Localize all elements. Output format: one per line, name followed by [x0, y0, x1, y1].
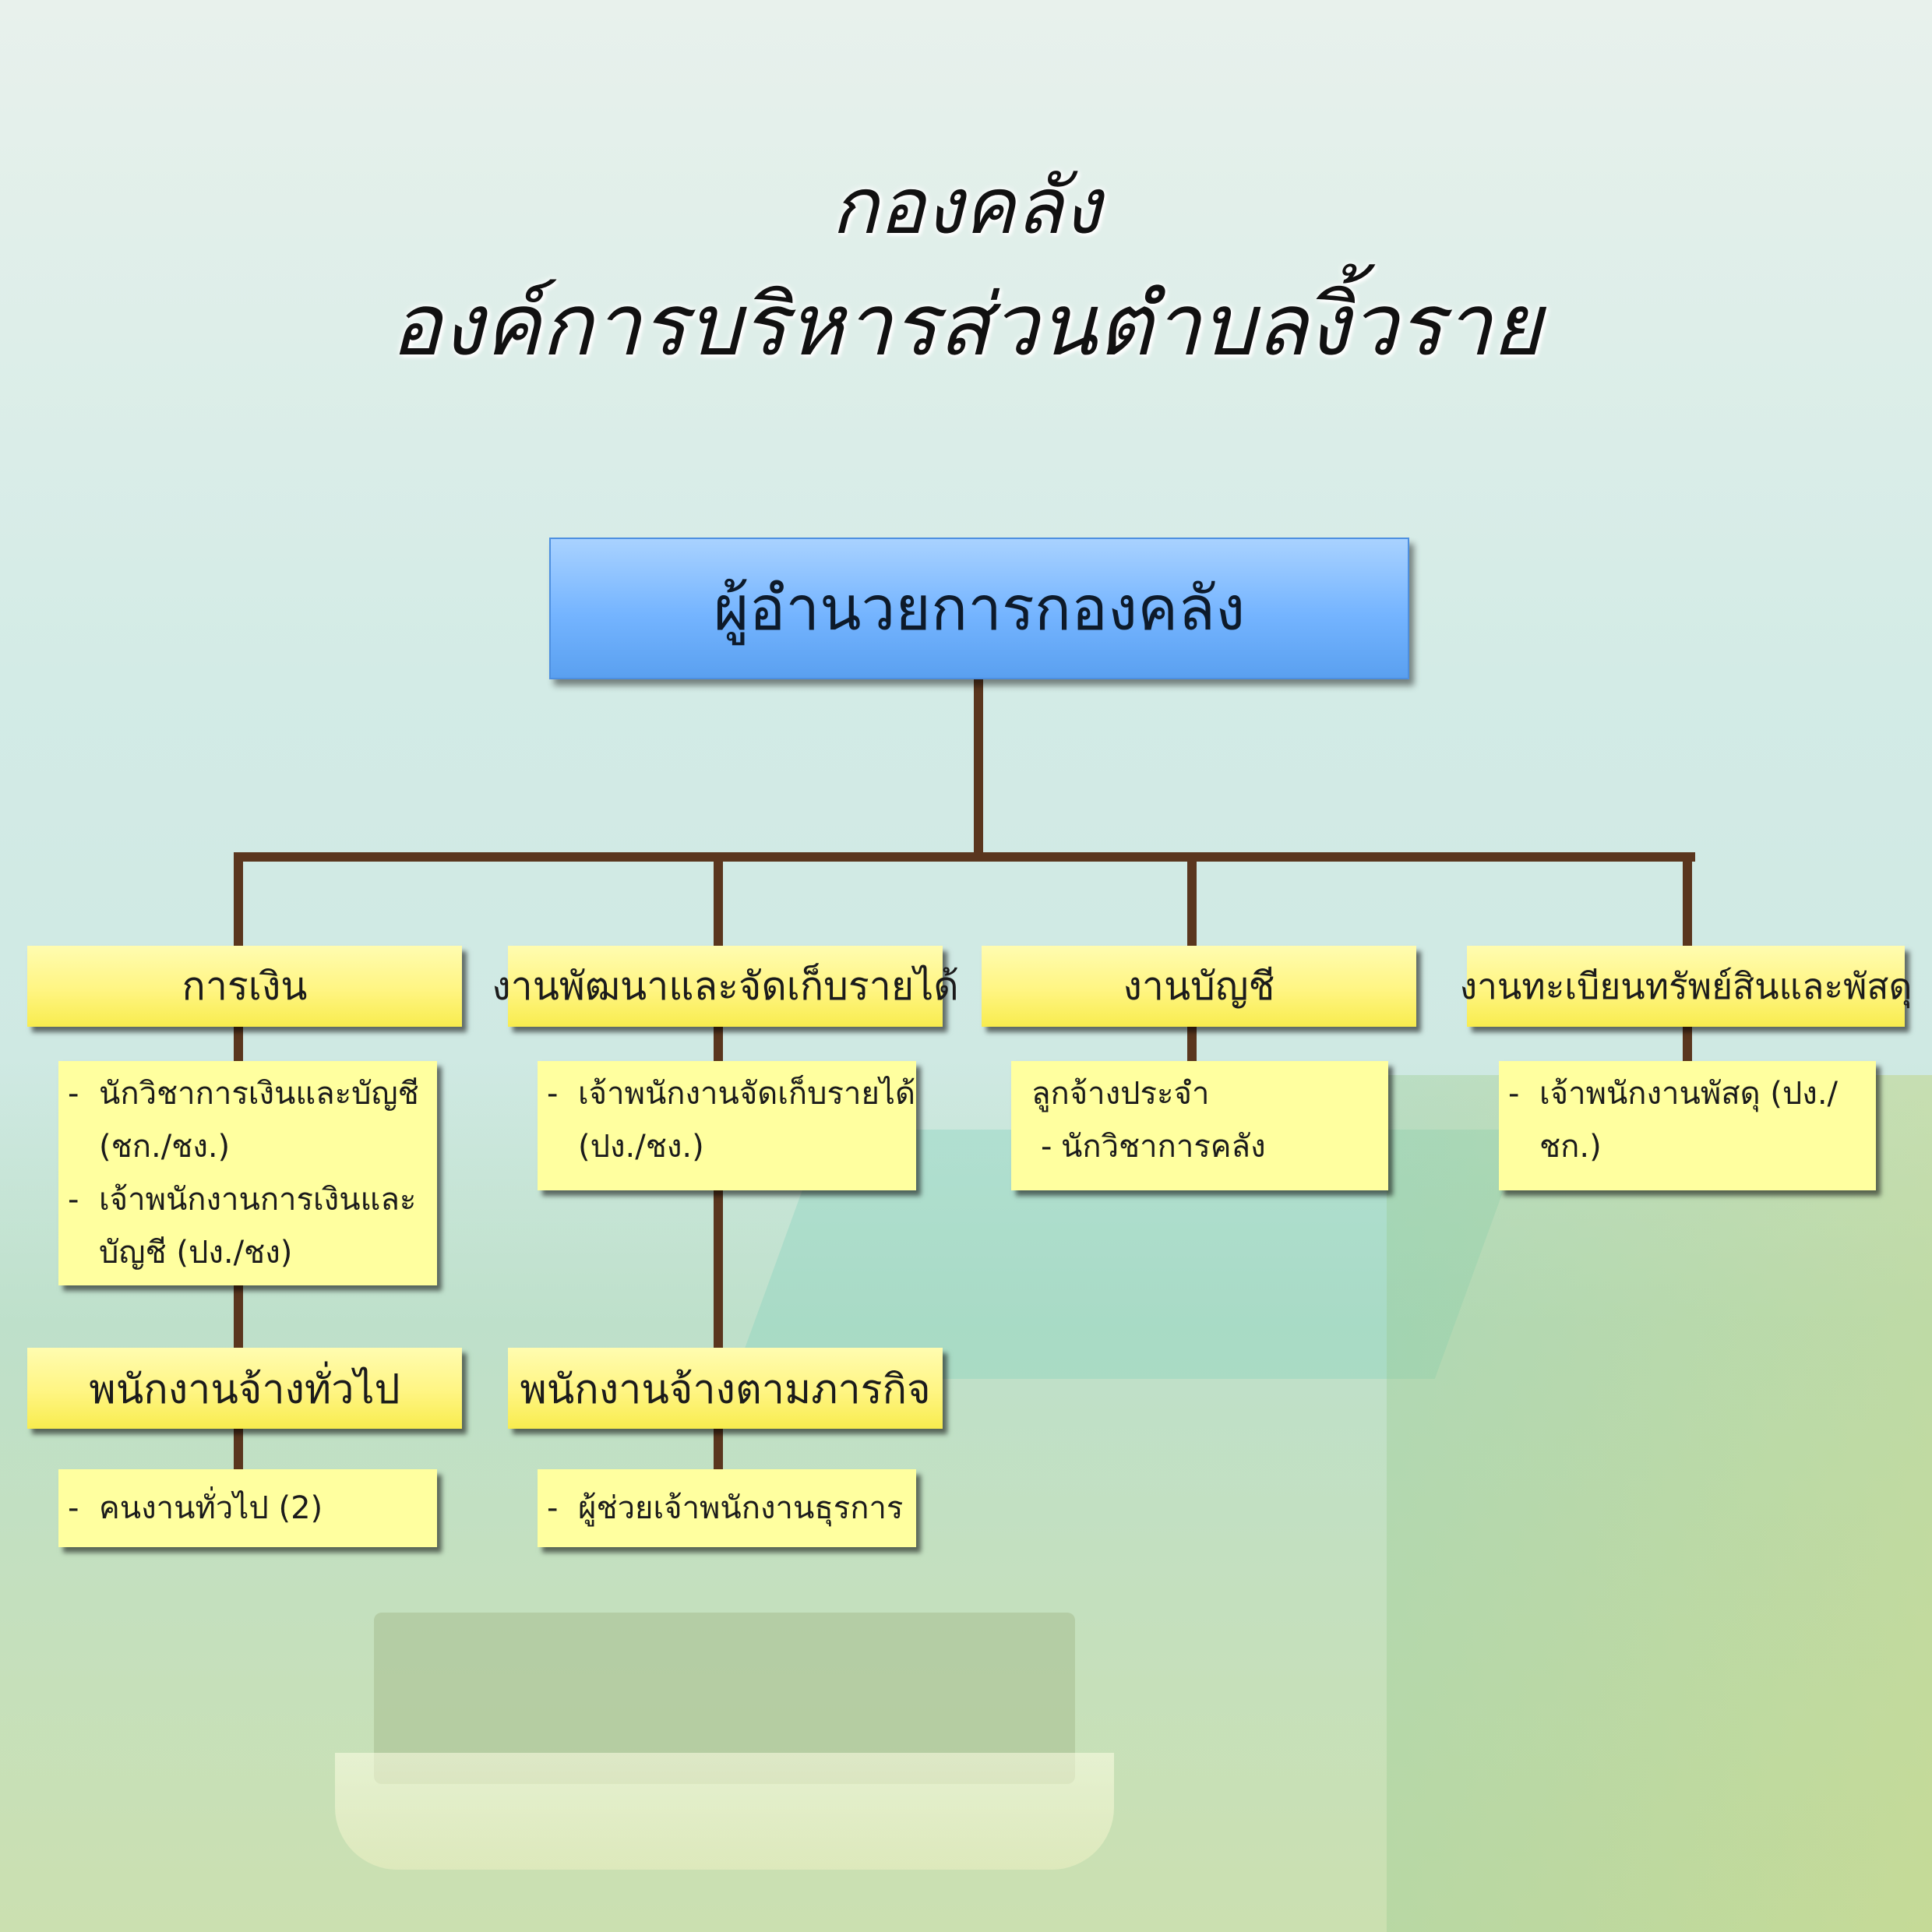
connector-mission-list [714, 1429, 723, 1469]
connector-accounting-list [1187, 1027, 1197, 1061]
list-item: (ชก./ชง.) [99, 1129, 231, 1165]
connector-revenue-mission [714, 1190, 723, 1348]
connector-revenue-list [714, 1027, 723, 1061]
accounting-staff-list: ลูกจ้างประจำ นักวิชาการคลัง [1011, 1061, 1388, 1190]
connector-head-down [974, 676, 983, 857]
list-item: ลูกจ้างประจำ [1031, 1076, 1210, 1112]
mission-staff-list: ผู้ช่วยเจ้าพนักงานธุรการ [538, 1469, 916, 1547]
connector-finance [234, 852, 243, 946]
background-drape [335, 1753, 1114, 1870]
unit-revenue: งานพัฒนาและจัดเก็บรายได้ [492, 946, 959, 1027]
list-item: ผู้ช่วยเจ้าพนักงานธุรการ [538, 1482, 916, 1535]
connector-assets [1683, 852, 1692, 946]
director-box: ผู้อำนวยการกองคลัง [549, 538, 1409, 679]
connector-horizontal [234, 852, 1695, 862]
list-item: นักวิชาการเงินและบัญชี [58, 1067, 437, 1120]
unit-assets: งานทะเบียนทรัพย์สินและพัสดุ [1460, 946, 1912, 1027]
list-item: เจ้าพนักงานการเงินและ [58, 1173, 437, 1226]
background-wall [1387, 1075, 1932, 1932]
list-item: นักวิชาการคลัง [1031, 1120, 1388, 1173]
unit-accounting: งานบัญชี [982, 946, 1416, 1027]
assets-staff-list: เจ้าพนักงานพัสดุ (ปง./ชก.) [1499, 1061, 1876, 1190]
connector-accounting [1187, 852, 1197, 946]
page-title: กองคลัง [830, 160, 1102, 252]
list-item: คนงานทั่วไป (2) [58, 1482, 437, 1535]
connector-finance-general [234, 1285, 243, 1348]
page-subtitle: องค์การบริหารส่วนตำบลงิ้วราย [390, 275, 1542, 375]
list-item: (ปง./ชง.) [578, 1129, 704, 1165]
connector-general-list [234, 1429, 243, 1469]
connector-assets-list [1683, 1027, 1692, 1061]
general-staff-list: คนงานทั่วไป (2) [58, 1469, 437, 1547]
connector-finance-list [234, 1027, 243, 1061]
connector-revenue [714, 852, 723, 946]
list-item: เจ้าพนักงานจัดเก็บรายได้ [538, 1067, 916, 1120]
list-item: บัญชี (ปง./ชง) [99, 1235, 293, 1271]
unit-general-staff: พนักงานจ้างทั่วไป [27, 1348, 462, 1429]
finance-staff-list: นักวิชาการเงินและบัญชี (ชก./ชง.) เจ้าพนั… [58, 1061, 437, 1285]
list-item: เจ้าพนักงานพัสดุ (ปง./ชก.) [1499, 1067, 1876, 1173]
revenue-staff-list: เจ้าพนักงานจัดเก็บรายได้ (ปง./ชง.) [538, 1061, 916, 1190]
unit-mission-staff: พนักงานจ้างตามภารกิจ [508, 1348, 943, 1429]
unit-finance: การเงิน [27, 946, 462, 1027]
